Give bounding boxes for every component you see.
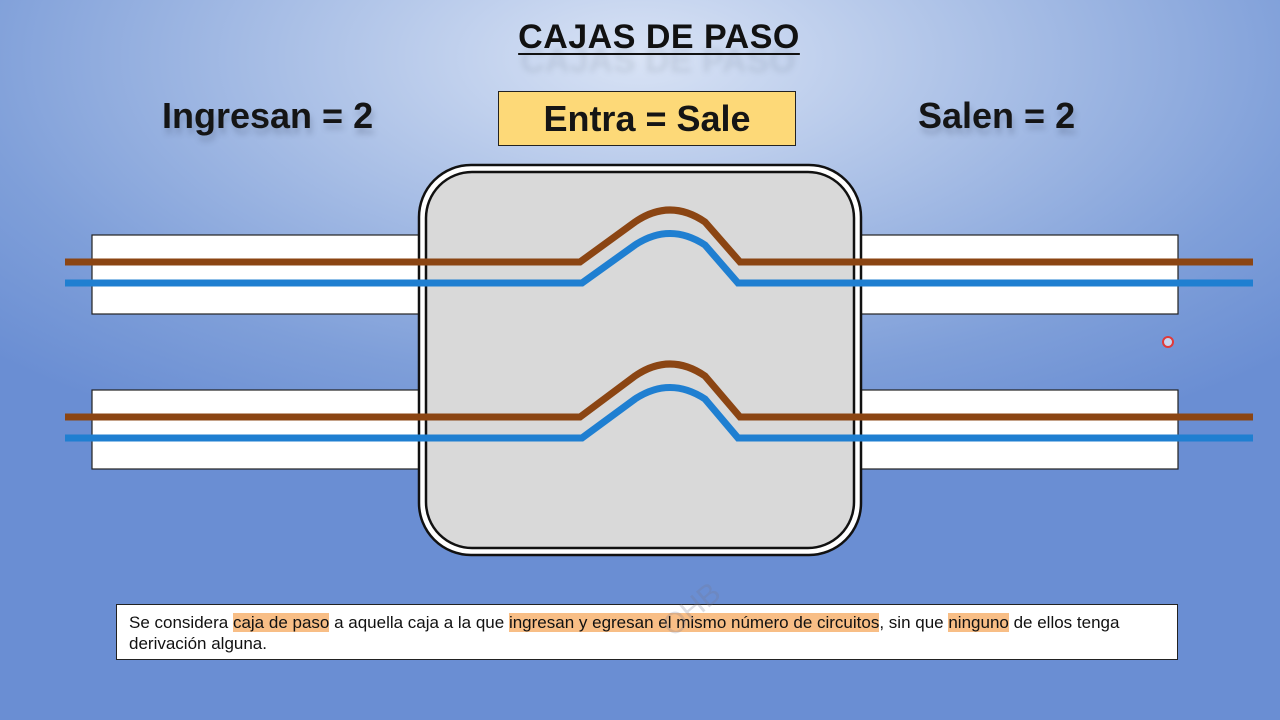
salen-label: Salen = 2: [918, 95, 1076, 136]
caption-highlight-3: ninguno: [948, 613, 1009, 632]
wire-blue-top: [65, 230, 1253, 287]
caption-text-4: de ellos tenga derivación alguna.: [129, 613, 1120, 653]
conduit-bottom-right: [852, 389, 1179, 470]
caption-text-2: a aquella caja a la que: [329, 613, 509, 632]
page-title: CAJAS DE PASO: [0, 18, 1280, 57]
conduit-bottom-left: [91, 389, 428, 470]
definition-caption: Se considera caja de paso a aquella caja…: [116, 604, 1178, 660]
caption-highlight-2: ingresan y egresan el mismo número de ci…: [508, 613, 880, 632]
caption-text-3: , sin que: [879, 613, 949, 632]
caption-text-1: Se considera: [129, 613, 233, 632]
ingresan-label: Ingresan = 2: [162, 95, 374, 136]
wire-brown-bottom: [65, 360, 1253, 421]
page-title-text: CAJAS DE PASO: [518, 18, 800, 56]
wire-brown-top: [65, 206, 1253, 266]
caption-highlight-1: caja de paso: [232, 613, 330, 632]
junction-box-inner: [424, 170, 856, 550]
conduit-top-left: [91, 234, 428, 315]
entra-sale-box: Entra = Sale: [498, 91, 796, 146]
pointer-dot: [1162, 336, 1174, 348]
conduit-top-right: [852, 234, 1179, 315]
wire-blue-bottom: [65, 384, 1253, 442]
title-shadow: CAJAS DE PASO: [520, 42, 796, 80]
